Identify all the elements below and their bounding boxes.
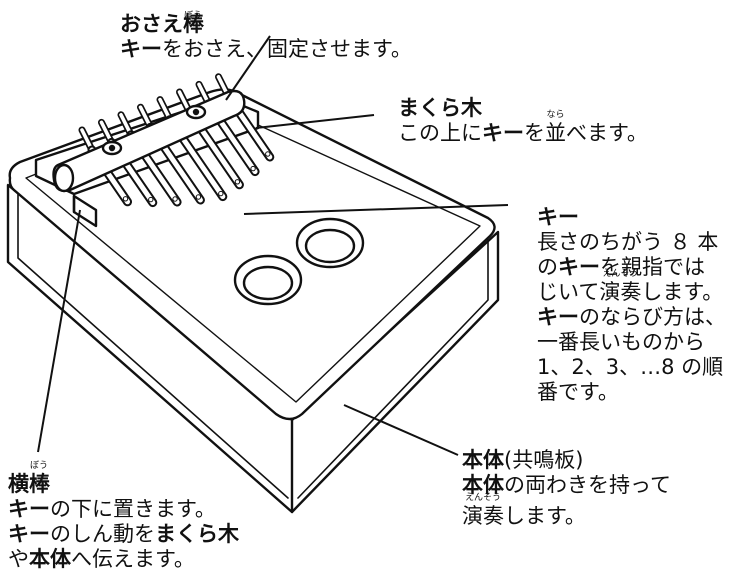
hontai-title-paren: (共鳴板) [504,448,584,472]
osae-ruby: ぼう [184,11,203,21]
yokobou-line3-pre: や [8,547,29,571]
hontai-ruby-group: えんそう演奏 [462,493,504,529]
yokobou-line2: キーのしん動をまくら木 [8,522,239,547]
osae-desc-text: をおさえ、固定させます。 [162,37,412,61]
yokobou-line1: キーの下に置きます。 [8,497,239,522]
sound-hole-lower [233,254,303,306]
key-line3-post: します。 [641,280,724,304]
key-line2-bold: キー [558,255,600,279]
makura-desc-bold: キー [482,121,524,145]
osae-bar-end [53,163,75,193]
leader-hontai [343,404,459,456]
yokobou-ruby-group: 横棒ぼう [8,461,50,497]
makura-ruby: なら [546,110,565,120]
key-line2-pre: の [537,255,558,279]
sound-hole-upper [295,217,365,269]
yokobou-title: 横棒ぼう [8,461,239,497]
leader-key [243,204,509,215]
label-makura: まくら木 この上にキーをなら並べます。 [398,96,648,146]
osae-title: おさえ棒 ぼう [120,11,412,37]
body-inner-rim [17,189,289,499]
screw-left [101,140,123,156]
hontai-title-text: 本体 [462,448,504,472]
key-line4-bold: キー [537,305,579,329]
key-line5: 一番長いものから [537,330,705,354]
hontai-line2-post: します。 [504,504,586,528]
hontai-ruby-base: 演奏 [462,504,504,528]
key-line2: のキーを親指では [537,255,725,280]
yokobou-line1-bold: キー [8,497,50,521]
leader-yokobou [37,209,81,453]
key-line4-post: のならび方は、 [579,305,726,329]
key-line3-pre: じいて [537,280,600,304]
key-line3-ruby-group: えんそう演奏 [599,269,642,305]
yokobou-line2-bold2: まくら木 [155,522,239,546]
osae-desc: キーをおさえ、固定させます。 [120,37,412,62]
key-line3-ruby: えんそう [602,269,639,279]
key-line4: キーのならび方は、 [537,305,726,330]
yokobou-ruby: ぼう [30,461,49,471]
key-line6: 1、2、3、…8 の順 [537,355,724,379]
makura-desc-post: べます。 [566,121,648,145]
screw-right [185,104,207,120]
yokobou-line2-bold1: キー [8,522,50,546]
makura-ruby-base: 並 [545,121,566,145]
osae-desc-bold: キー [120,37,162,61]
key-line3-ruby-base: 演奏 [599,280,642,304]
body-inner-rim-right [297,239,489,499]
yokobou-line2-mid: のしん動を [50,522,155,546]
hontai-line1: 本体の両わきを持って [462,473,671,498]
makura-desc: この上にキーをなら並べます。 [398,110,648,146]
hontai-ruby: えんそう [464,493,501,503]
key-line1: 長さのちがう ８ 本 [537,230,719,254]
label-key: キー 長さのちがう ８ 本 のキーを親指では じいてえんそう演奏します。 キーの… [537,205,726,405]
key-line3: じいてえんそう演奏します。 [537,269,725,305]
key-line2-post: を親指では [600,255,705,279]
hontai-line2: えんそう演奏します。 [462,493,671,529]
label-osae: おさえ棒 ぼう キーをおさえ、固定させます。 [120,11,412,62]
hontai-line1-text: の両わきを持って [504,473,671,497]
yokobou-line3-bold: 本体 [29,547,71,571]
hontai-title: 本体(共鳴板) [462,448,671,473]
leader-makura [255,114,375,129]
yokobou-line1-text: の下に置きます。 [50,497,216,521]
makura-title: まくら木 [398,96,482,120]
makura-desc-pre: この上に [398,121,482,145]
key-tine [98,118,158,208]
key-line7: 番です。 [537,380,619,404]
label-hontai: 本体(共鳴板) 本体の両わきを持って えんそう演奏します。 [462,448,671,529]
makura-desc-mid: を [524,121,545,145]
hontai-line1-bold: 本体 [462,473,504,497]
makura-ruby-group: なら並 [545,110,566,146]
label-yokobou: 横棒ぼう キーの下に置きます。 キーのしん動をまくら木 や本体へ伝えます。 [8,461,239,572]
leader-osae [225,35,271,101]
osae-title-text: おさえ棒 [120,12,204,36]
key-title: キー [537,205,579,229]
yokobou-line3-post: へ伝えます。 [71,547,195,571]
yokobou-line3: や本体へ伝えます。 [8,547,239,572]
yokobou-title-text: 横棒 [8,472,50,496]
